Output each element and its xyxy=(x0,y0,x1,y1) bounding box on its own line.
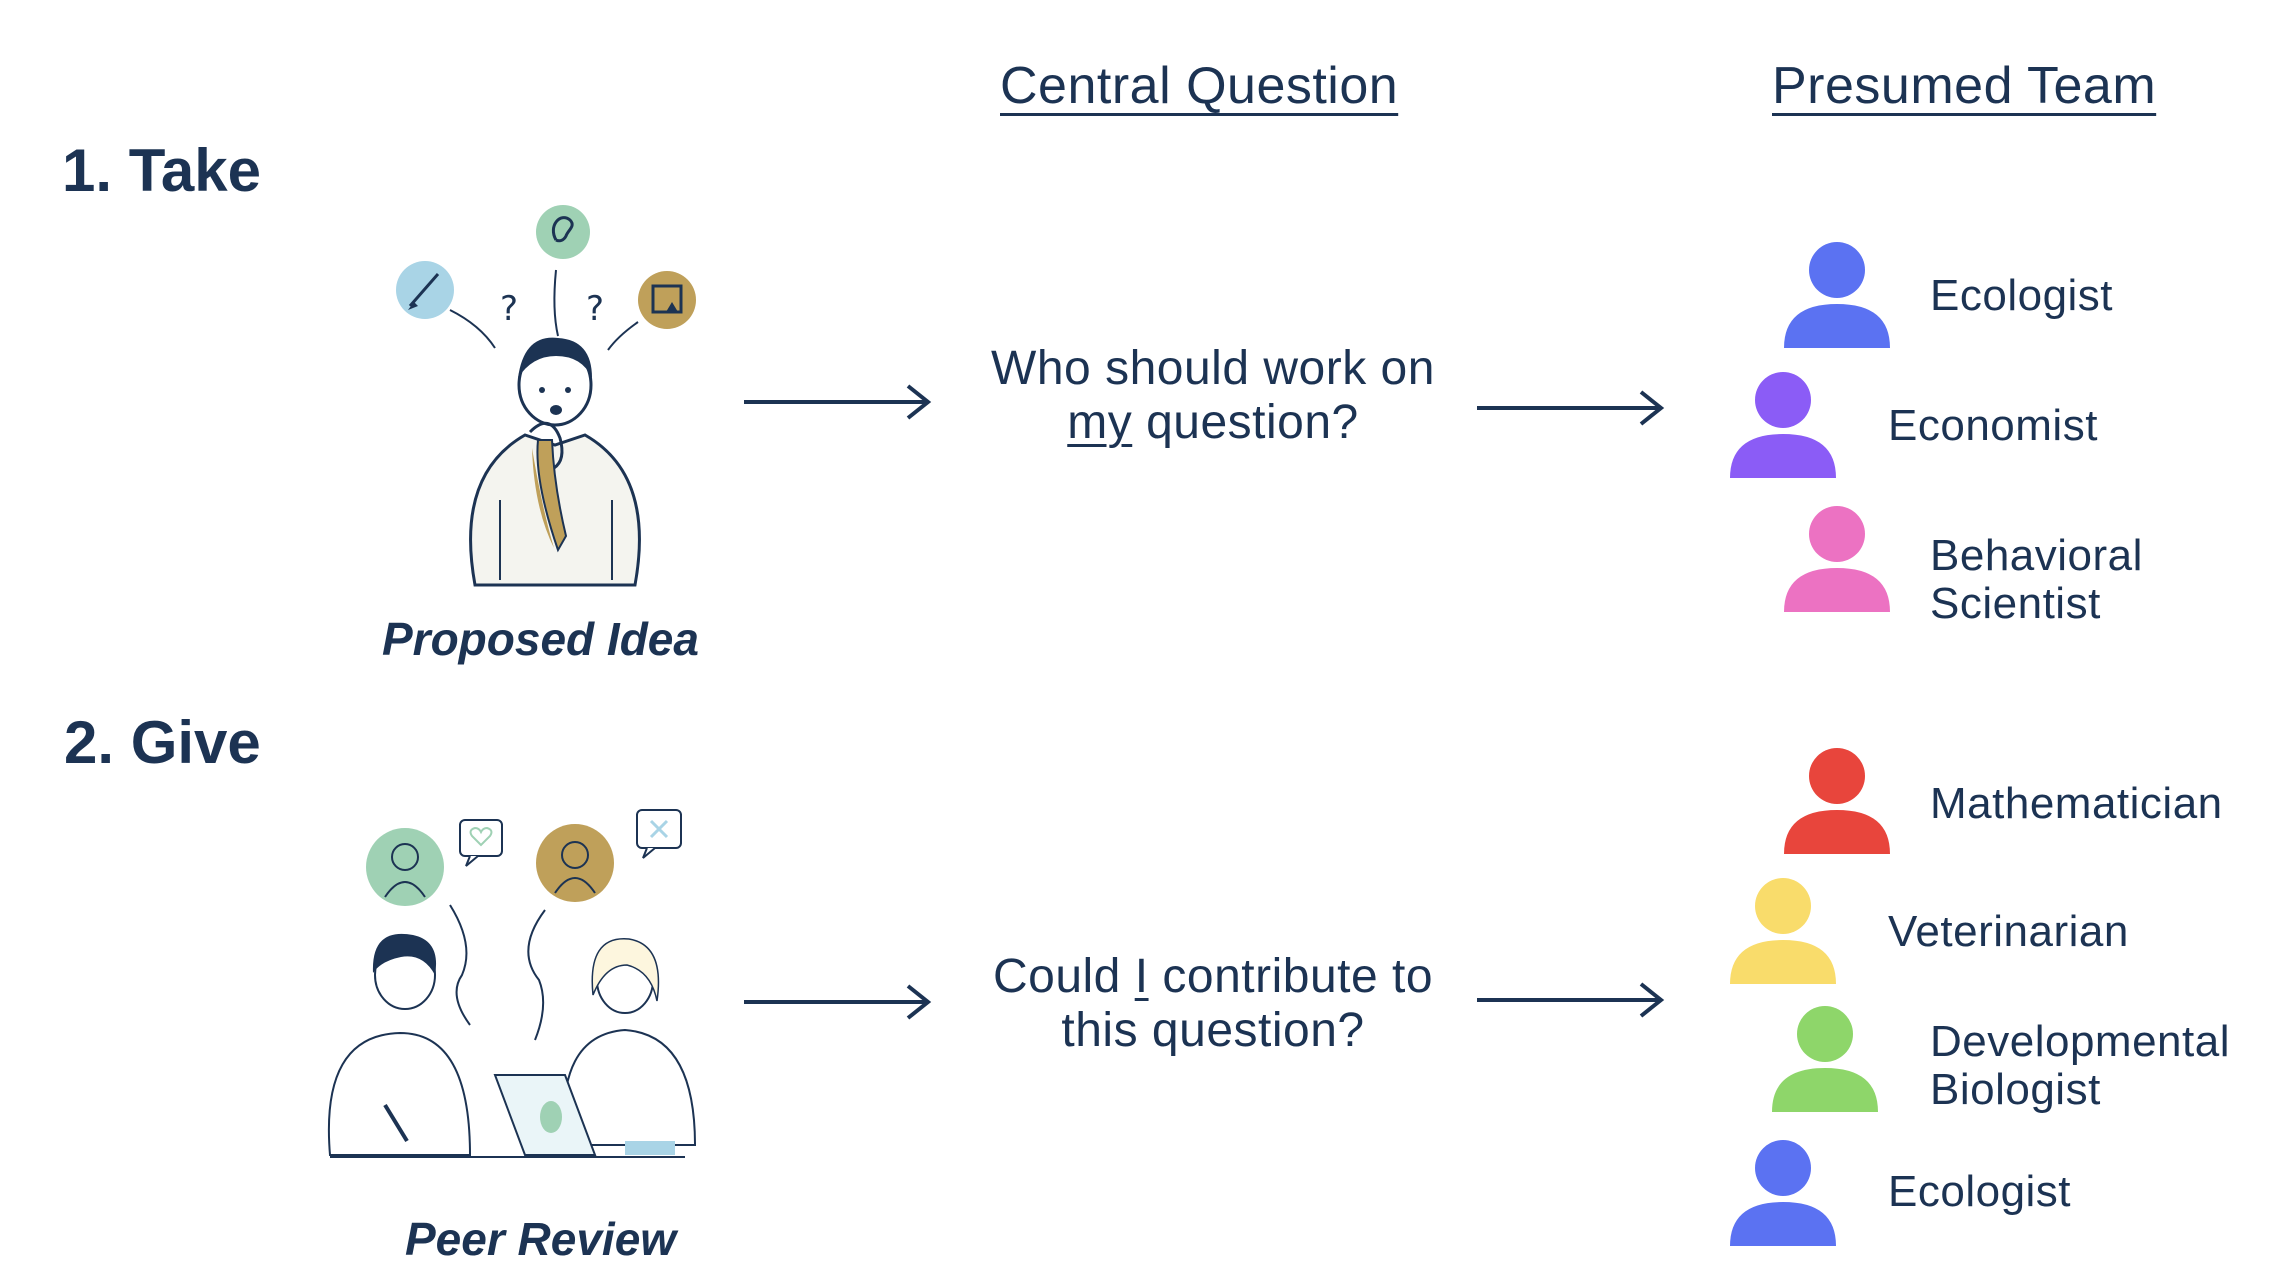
take-team-member-label: Behavioral Scientist xyxy=(1930,531,2143,628)
take-question-line2: my question? xyxy=(933,396,1493,450)
person-icon xyxy=(1784,242,1890,348)
take-question-underlined-word: my xyxy=(1067,396,1133,449)
person-icon xyxy=(1784,748,1890,854)
give-arrow-to-team xyxy=(1477,982,1665,1018)
take-team-member-label: Economist xyxy=(1888,401,2098,450)
give-team-member-label: Developmental Biologist xyxy=(1930,1017,2230,1114)
give-question-line2: this question? xyxy=(1061,1004,1365,1057)
peer-review-illustration xyxy=(327,809,697,1158)
take-question-line2-rest: question? xyxy=(1132,396,1359,449)
ear-icon xyxy=(536,205,590,259)
presumed-team-header: Presumed Team xyxy=(1772,57,2157,115)
person-icon xyxy=(1784,506,1890,612)
give-question: Could I contribute to this question? xyxy=(933,950,1493,1058)
central-question-header: Central Question xyxy=(1000,57,1399,115)
take-caption: Proposed Idea xyxy=(382,613,699,665)
x-speech-bubble-icon xyxy=(636,809,682,859)
give-arrow-to-question xyxy=(744,984,932,1020)
give-step-title: 2. Give xyxy=(64,709,261,776)
svg-text:?: ? xyxy=(586,289,604,329)
give-team-member-label: Mathematician xyxy=(1930,779,2223,828)
give-caption: Peer Review xyxy=(405,1213,677,1265)
take-step-title: 1. Take xyxy=(62,137,262,204)
person-icon xyxy=(1772,1006,1878,1112)
take-team-member-label: Ecologist xyxy=(1930,271,2114,320)
take-arrow-to-team xyxy=(1477,390,1665,426)
person-icon xyxy=(1730,878,1836,984)
person-icon xyxy=(1730,1140,1836,1246)
vector-shape-icon xyxy=(638,271,696,329)
mint-avatar-icon xyxy=(366,828,444,906)
take-question: Who should work on my question? xyxy=(933,342,1493,450)
take-arrow-to-question xyxy=(744,384,932,420)
give-question-underlined-word: I xyxy=(1134,950,1149,1003)
give-team-member-label: Veterinarian xyxy=(1888,907,2129,956)
svg-text:?: ? xyxy=(500,289,518,329)
give-team-member-label: Ecologist xyxy=(1888,1167,2072,1216)
give-question-line1-pre: Could xyxy=(992,950,1135,1003)
give-question-line1: Could I contribute to xyxy=(933,950,1493,1004)
thinking-person-illustration: ? ? xyxy=(396,205,696,587)
take-question-line1: Who should work on xyxy=(991,342,1435,395)
heart-speech-bubble-icon xyxy=(459,819,503,867)
give-question-line1-post: contribute to xyxy=(1148,950,1434,1003)
paintbrush-icon xyxy=(396,261,454,319)
gold-avatar-icon xyxy=(536,824,614,902)
person-icon xyxy=(1730,372,1836,478)
